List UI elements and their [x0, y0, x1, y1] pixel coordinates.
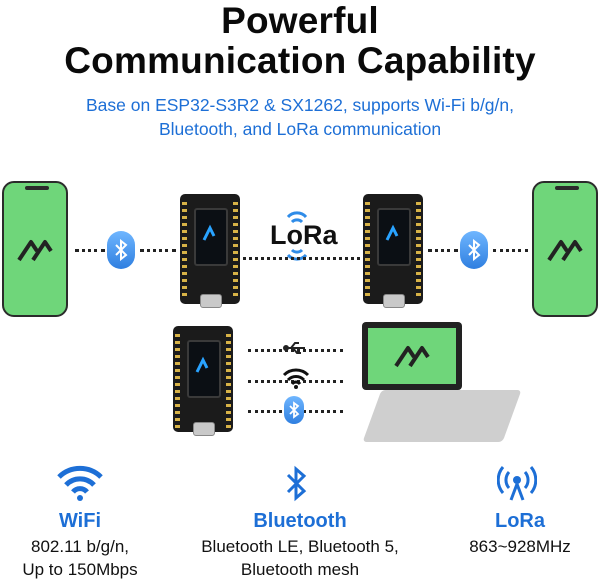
laptop-screen [362, 322, 462, 390]
bluetooth-icon [460, 231, 488, 269]
subtitle-line2: Bluetooth, and LoRa communication [158, 119, 442, 139]
wifi-icon [282, 368, 310, 389]
right-phone [532, 181, 598, 317]
feature-lora-desc1: 863~928MHz [469, 537, 571, 556]
feature-bluetooth-name: Bluetooth [253, 510, 347, 532]
link-dots [493, 249, 528, 252]
bluetooth-icon [286, 465, 307, 502]
usb-icon [283, 342, 305, 354]
link-dots [140, 249, 176, 252]
meshtastic-logo-icon [17, 240, 53, 262]
lora-antenna-icon [497, 466, 537, 501]
link-dots [243, 257, 360, 260]
bluetooth-icon [284, 396, 304, 424]
feature-lora-name: LoRa [495, 510, 545, 532]
board-top-left [180, 194, 240, 308]
feature-wifi-desc2: Up to 150Mbps [22, 560, 138, 579]
feature-bluetooth-desc1: Bluetooth LE, Bluetooth 5, [201, 537, 399, 556]
feature-bluetooth-desc2: Bluetooth mesh [240, 560, 360, 579]
laptop-keyboard [362, 390, 522, 442]
board-bottom [173, 326, 233, 436]
bluetooth-icon [107, 231, 135, 269]
meshtastic-logo-icon [394, 346, 430, 368]
link-dots [75, 249, 105, 252]
left-phone [2, 181, 68, 317]
link-dots [428, 249, 458, 252]
meshtastic-logo-icon [547, 240, 583, 262]
wifi-icon [57, 465, 103, 501]
lora-link-label: LoRa [270, 220, 338, 250]
feature-wifi-name: WiFi [58, 510, 102, 532]
subtitle-line1: Base on ESP32-S3R2 & SX1262, supports Wi… [86, 95, 514, 115]
title-line1: Powerful [221, 0, 379, 41]
board-top-right [363, 194, 423, 308]
title-line2: Communication Capability [64, 40, 536, 81]
feature-wifi-desc1: 802.11 b/g/n, [31, 537, 129, 556]
